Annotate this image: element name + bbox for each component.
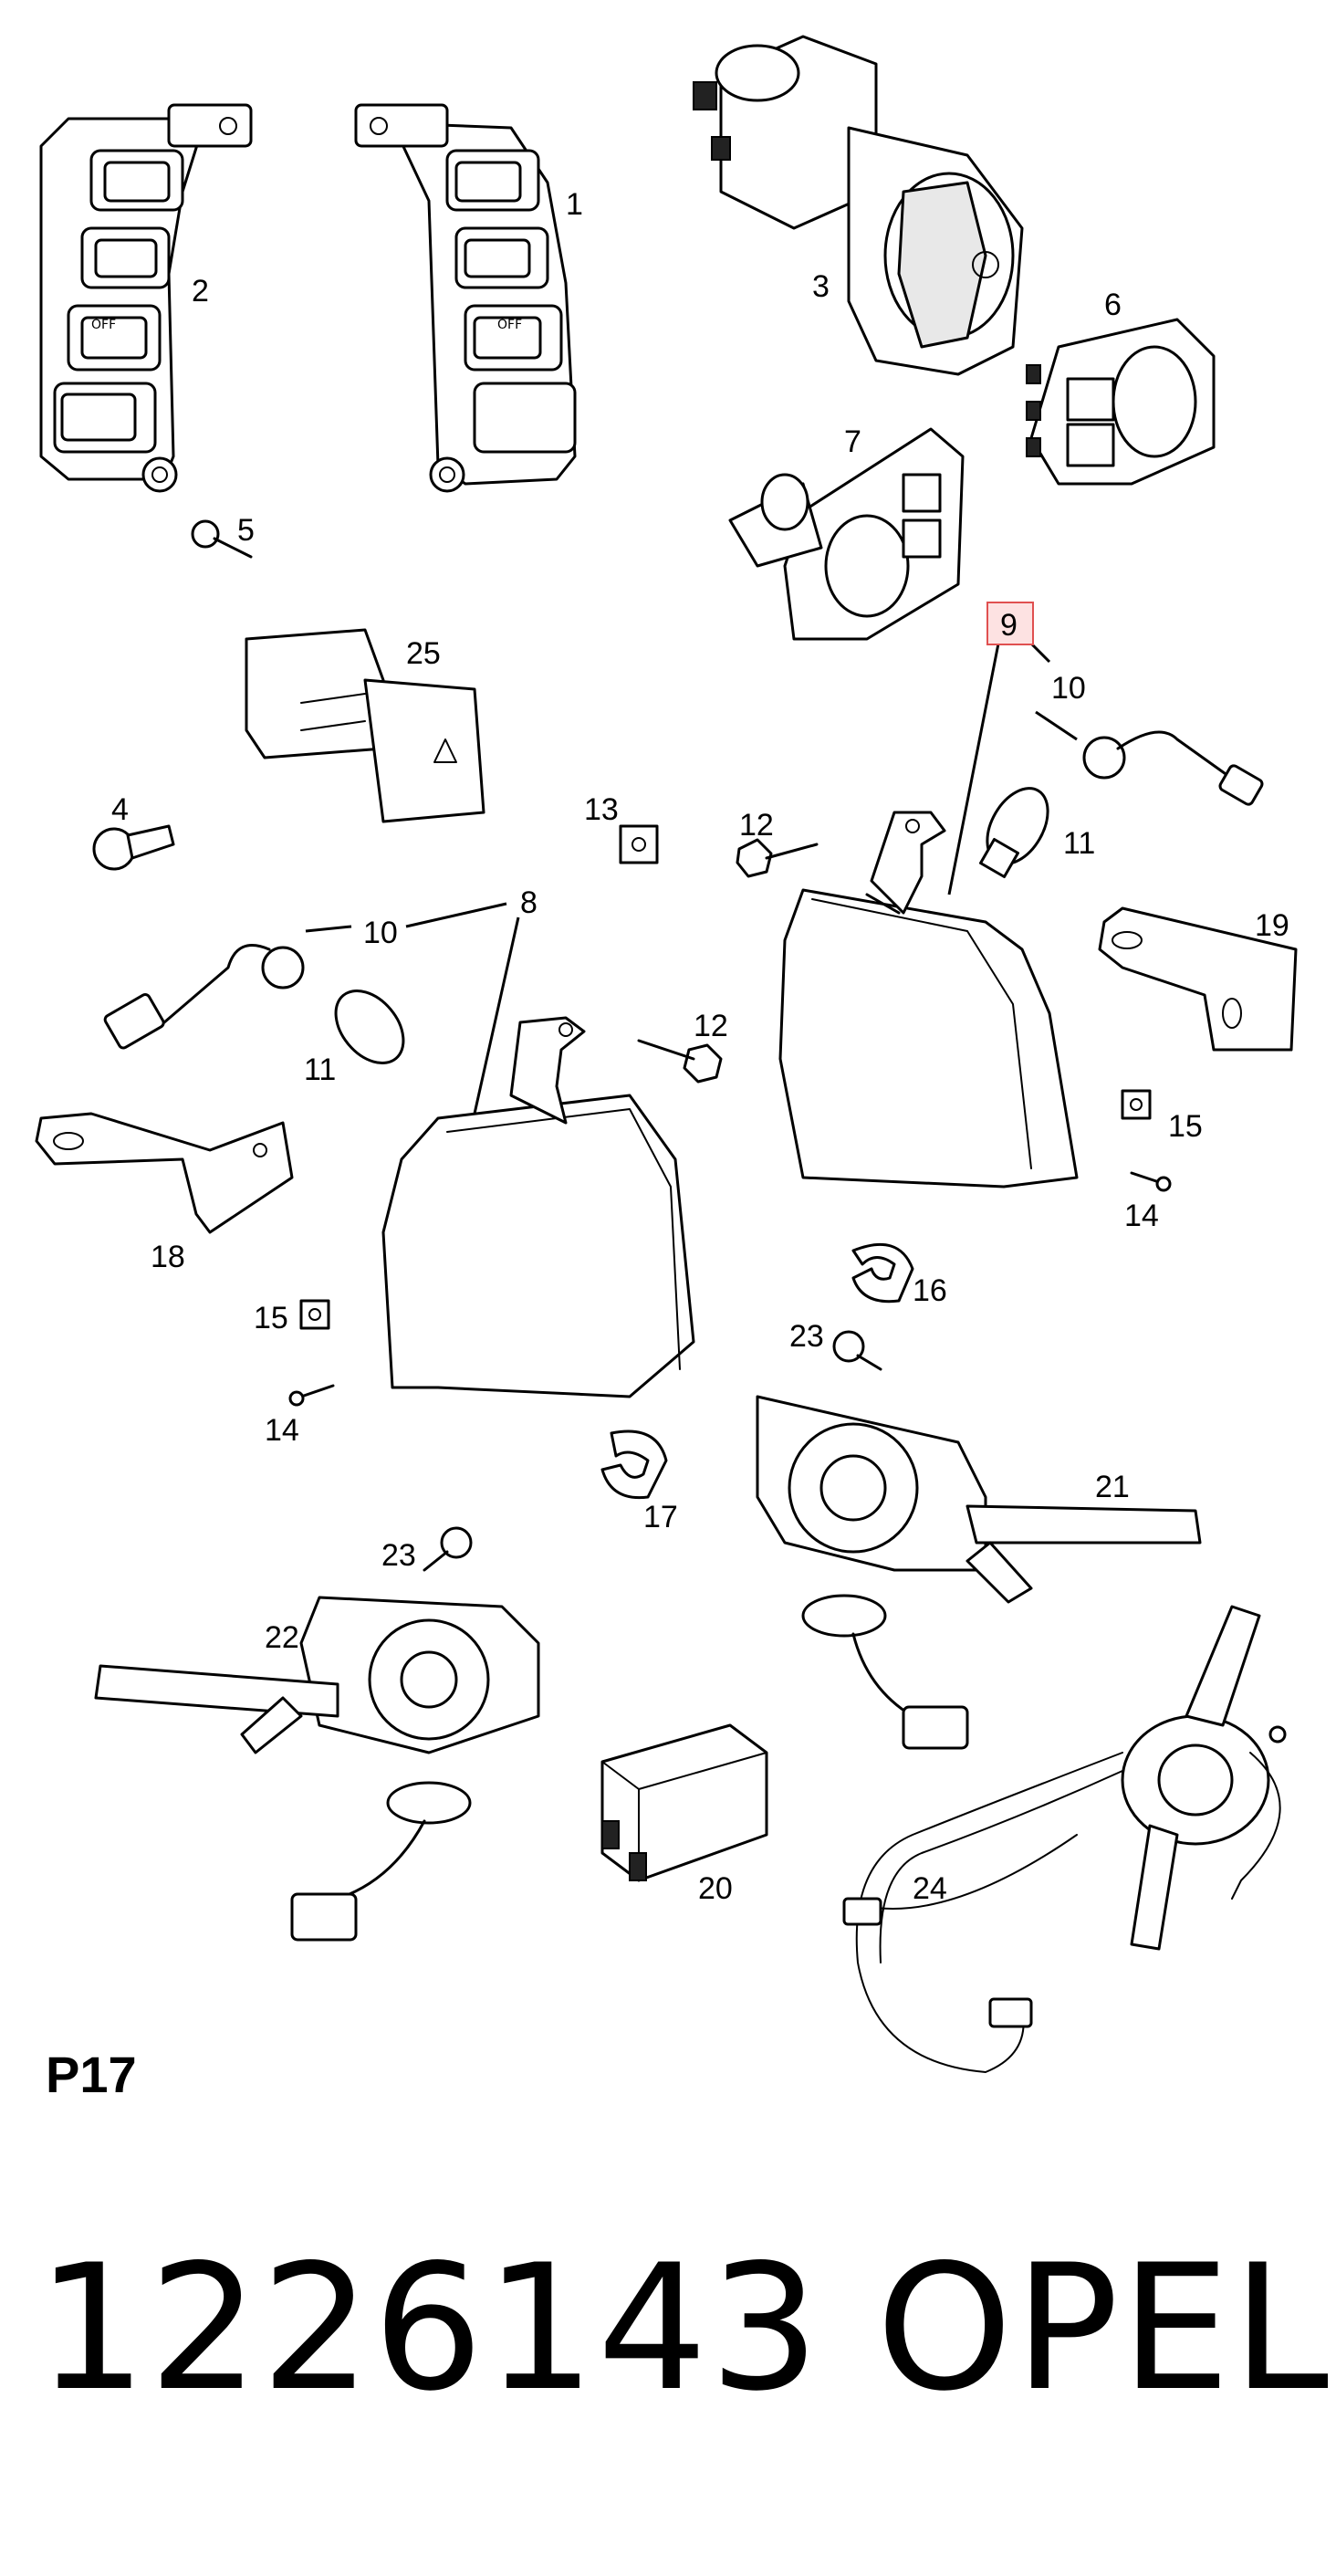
part-15-clip-right: [1121, 1089, 1152, 1120]
callout-1: 1: [566, 187, 583, 222]
callout-14-right: 14: [1124, 1199, 1159, 1233]
part-21-column-switch-right: [756, 1395, 1202, 1750]
callout-12-lower: 12: [694, 1009, 728, 1043]
callout-17: 17: [643, 1500, 678, 1534]
part-8-indicator-lamp-left: [381, 1016, 695, 1398]
callout-15-right: 15: [1168, 1109, 1203, 1144]
part-12-screw-lower: [637, 1039, 723, 1084]
callout-11-left: 11: [304, 1052, 336, 1087]
callout-12-upper: 12: [739, 808, 774, 843]
callout-21: 21: [1095, 1470, 1130, 1504]
callout-13: 13: [584, 792, 619, 827]
callout-9: 9: [1000, 608, 1018, 643]
part-11-bulb-right: [979, 787, 1049, 878]
part-2-switch-panel-left: OFF: [39, 103, 253, 493]
callout-24: 24: [913, 1871, 947, 1906]
part-11-bulb-left: [334, 990, 405, 1064]
callout-3: 3: [812, 269, 830, 304]
callout-23-right: 23: [789, 1319, 824, 1354]
brand-name: OPEL: [876, 2227, 1331, 2429]
part-6-switch-bezel: [1026, 318, 1216, 486]
part-10-socket-wire-left: [103, 944, 305, 1050]
callout-10-right: 10: [1051, 671, 1086, 706]
part-14-screw-right: [1130, 1171, 1172, 1192]
callout-2: 2: [192, 274, 209, 309]
part-12-screw-upper: [736, 838, 819, 878]
part-5-screw: [191, 519, 253, 559]
part-15-clip-left: [299, 1299, 330, 1330]
callout-22: 22: [265, 1620, 299, 1655]
part-24-switch-harness: [842, 1605, 1287, 2073]
callout-5: 5: [237, 513, 255, 548]
part-14-screw-left: [288, 1384, 335, 1407]
part-18-bracket-left: [35, 1112, 294, 1234]
part-1-switch-panel-right: OFF: [354, 103, 577, 493]
part-number: 1226143: [37, 2227, 822, 2429]
part-23-screw-right: [832, 1330, 882, 1371]
callout-9-highlight-box: [986, 602, 1034, 645]
switch-off-label-right: OFF: [497, 318, 522, 332]
callout-4: 4: [111, 792, 129, 827]
callout-8: 8: [520, 885, 538, 920]
callout-14-left: 14: [265, 1413, 299, 1448]
callout-7: 7: [844, 424, 861, 459]
part-16-clamp: [851, 1242, 914, 1304]
part-3-light-switch: [693, 35, 1024, 376]
callout-23-left: 23: [381, 1538, 416, 1573]
part-13-clip: [619, 824, 659, 864]
callout-20: 20: [698, 1871, 733, 1906]
part-7-switch-bezel: [728, 427, 965, 641]
callout-6: 6: [1104, 288, 1122, 322]
callout-18: 18: [151, 1240, 185, 1274]
part-20-relay: [600, 1723, 768, 1882]
page-code: P17: [46, 2046, 137, 2103]
callout-11-right: 11: [1063, 826, 1095, 861]
part-25-hazard-switch: [245, 628, 485, 823]
part-17-clamp: [600, 1429, 668, 1500]
part-23-screw-left: [423, 1526, 473, 1572]
callout-19: 19: [1255, 908, 1289, 943]
switch-off-label-left: OFF: [91, 318, 116, 332]
callout-16: 16: [913, 1273, 947, 1308]
callout-25: 25: [406, 636, 441, 671]
part-10-socket-wire-right: [1082, 730, 1264, 806]
callout-15-left: 15: [254, 1301, 288, 1335]
part-22-column-switch-left: [94, 1596, 540, 1942]
part-4-bulb-holder: [92, 824, 175, 871]
part-19-bracket-right: [1098, 906, 1298, 1052]
leader-lines: [305, 637, 1078, 1115]
callout-labels: 1 2 3 4 5 6 7 8 9 10 10 11 11 12 12 13 1…: [111, 187, 1289, 1906]
part-9-indicator-lamp-right: [778, 811, 1079, 1189]
callout-10-left: 10: [363, 916, 398, 950]
